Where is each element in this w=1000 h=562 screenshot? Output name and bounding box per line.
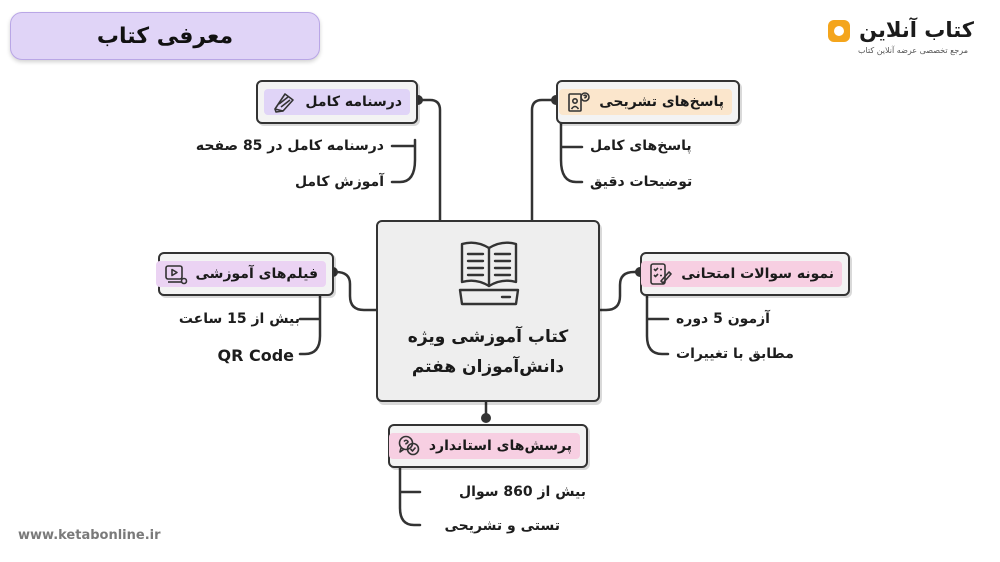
node-answers[interactable]: پاسخ‌های تشریحی [556, 80, 740, 124]
exams-item-2: مطابق با تغییرات [676, 346, 794, 362]
node-questions-label: پرسش‌های استاندارد [428, 438, 572, 454]
questions-item-1: بیش از 860 سوال [459, 484, 586, 500]
videos-item-1: بیش از 15 ساعت [178, 311, 300, 327]
questions-item-2: تستی و تشریحی [444, 518, 560, 534]
website-url[interactable]: www.ketabonline.ir [18, 528, 161, 543]
answers-item-2: توضیحات دقیق [590, 174, 693, 190]
node-answers-label: پاسخ‌های تشریحی [599, 94, 724, 110]
node-exams-bar: نمونه سوالات امتحانی [641, 261, 842, 287]
book-icon [458, 241, 520, 306]
central-book-title: کتاب آموزشی ویژه دانش‌آموزان هفتم [378, 322, 598, 382]
node-exams-label: نمونه سوالات امتحانی [681, 266, 834, 282]
node-lesson-bar: درسنامه کامل [264, 89, 410, 115]
central-title-line-2: دانش‌آموزان هفتم [411, 357, 565, 377]
logo-tagline: مرجع تخصصی عرضه آنلاین کتاب [857, 46, 968, 55]
answers-item-1: پاسخ‌های کامل [590, 138, 692, 154]
videos-item-2: QR Code [217, 346, 294, 365]
central-book-card: کتاب آموزشی ویژه دانش‌آموزان هفتم [376, 220, 600, 402]
notebook-pen-icon [274, 93, 294, 113]
central-title-line-1: کتاب آموزشی ویژه [407, 327, 569, 347]
person-question-icon [568, 92, 591, 112]
node-answers-bar: پاسخ‌های تشریحی [559, 89, 732, 115]
lesson-item-2: آموزش کامل [294, 174, 384, 190]
brand-logo[interactable]: کتاب آنلاین مرجع تخصصی عرضه آنلاین کتاب [824, 18, 974, 62]
logo-mark-icon [828, 20, 850, 42]
node-videos-bar: فیلم‌های آموزشی [155, 261, 326, 287]
page-title: معرفی کتاب [10, 12, 320, 60]
node-videos[interactable]: فیلم‌های آموزشی [155, 252, 334, 296]
chat-question-icon [398, 435, 420, 456]
node-questions-bar: پرسش‌های استاندارد [388, 433, 580, 459]
exams-item-1: آزمون 5 دوره [676, 311, 770, 327]
node-lesson[interactable]: درسنامه کامل [256, 80, 418, 124]
node-exams[interactable]: نمونه سوالات امتحانی [640, 252, 850, 296]
lesson-item-1: درسنامه کامل در 85 صفحه [195, 138, 384, 154]
video-play-icon [164, 265, 187, 285]
node-lesson-label: درسنامه کامل [305, 94, 402, 110]
node-videos-label: فیلم‌های آموزشی [195, 266, 318, 282]
logo-name: کتاب آنلاین [859, 18, 974, 42]
checklist-icon [650, 263, 673, 285]
node-questions[interactable]: پرسش‌های استاندارد [388, 424, 588, 468]
